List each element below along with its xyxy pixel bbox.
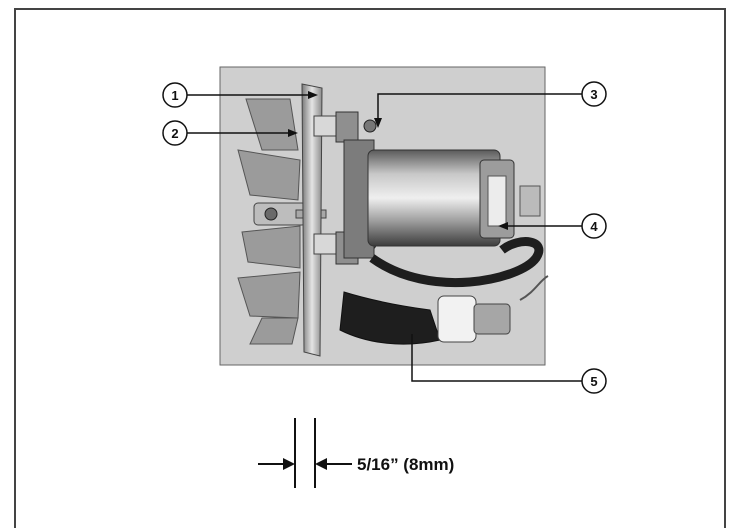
- wire-harness: [369, 237, 544, 288]
- svg-text:5: 5: [590, 374, 597, 389]
- wire-lead: [519, 275, 549, 301]
- svg-text:1: 1: [171, 88, 178, 103]
- plug-body: [437, 295, 477, 343]
- blower-motor-diagram: 1 2 3 4 5 5/16” (8mm): [162, 66, 607, 488]
- leader-arrowheads: [288, 91, 508, 230]
- dimension-indicator: 5/16” (8mm): [258, 418, 454, 488]
- motor-bracket-top: [335, 111, 359, 143]
- rear-bearing: [519, 185, 541, 217]
- spacer-top: [313, 115, 337, 137]
- callout-2: 2: [162, 120, 188, 146]
- spacer-bottom: [313, 233, 339, 255]
- callout-3: 3: [581, 81, 607, 107]
- plug-prongs: [473, 303, 511, 335]
- dimension-label: 5/16” (8mm): [357, 455, 454, 474]
- dim-arrow-left-head: [283, 458, 295, 470]
- callout-5: 5: [581, 368, 607, 394]
- svg-text:2: 2: [171, 126, 178, 141]
- callout-1: 1: [162, 82, 188, 108]
- mounting-plate: [301, 83, 323, 357]
- svg-text:3: 3: [590, 87, 597, 102]
- nut-top: [363, 119, 377, 133]
- dim-arrow-right-head: [315, 458, 327, 470]
- figure-frame: [14, 8, 726, 528]
- callout-4: 4: [581, 213, 607, 239]
- svg-text:4: 4: [590, 219, 598, 234]
- leader-lines: [187, 93, 582, 382]
- set-screw: [264, 207, 278, 221]
- motor-label: [487, 175, 507, 227]
- fan-blades: [237, 98, 301, 345]
- motor-photo: [219, 66, 549, 366]
